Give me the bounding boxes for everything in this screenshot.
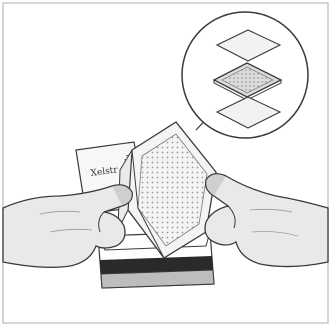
magnifier-callout-icon	[182, 12, 308, 138]
layer-stack-icon	[214, 30, 281, 128]
